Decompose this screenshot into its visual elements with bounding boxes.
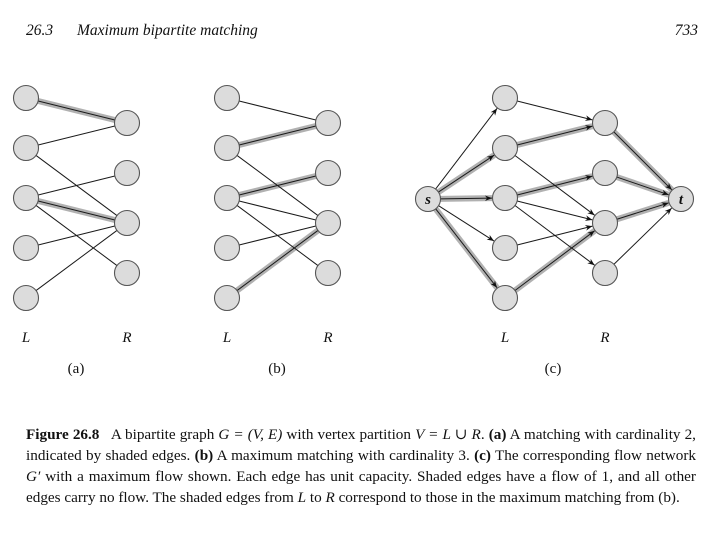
panel-a-edge-l1-r1 <box>38 100 115 121</box>
panel-a-left-vertex <box>12 234 40 262</box>
caption-part-b-text: A maximum matching with cardinality 3. <box>213 447 475 464</box>
panel-a-edge-l2-r1 <box>38 125 115 146</box>
panel-b-left-vertex <box>213 284 241 312</box>
panel-c-edge-s-l1 <box>435 108 498 190</box>
panel-b-edge-l4-r3 <box>239 225 316 246</box>
panel-a-right-vertex <box>113 209 141 237</box>
panel-b-label: (b) <box>268 361 286 377</box>
caption-text: A bipartite graph <box>110 426 219 443</box>
panel-c-edge-l3-r3 <box>517 200 593 221</box>
panel-c-edge-r4-t <box>613 207 673 265</box>
panel-c-edge-l4-r3 <box>517 225 593 246</box>
panel-c-edge-l5-r3 <box>514 230 595 291</box>
panel-c-left-vertex <box>491 184 519 212</box>
panel-c-source-vertex <box>414 185 442 213</box>
panel-a-label: (a) <box>68 361 85 377</box>
panel-b-right-vertex <box>314 259 342 287</box>
panel-b-left-vertex <box>213 84 241 112</box>
caption-math: V = L ∪ R <box>415 426 481 443</box>
panel-a-edge-l3-r3 <box>38 200 115 221</box>
panel-c-source-label: s <box>424 192 431 208</box>
panel-a-left-vertex <box>12 84 40 112</box>
panel-b-edge-l2-r1 <box>239 125 316 146</box>
panel-c-edge-r3-t <box>616 202 669 220</box>
panel-b-right-vertex <box>314 209 342 237</box>
caption-part-c-text: to <box>306 489 326 506</box>
caption-part-c-text: correspond to those in the maximum match… <box>334 489 680 506</box>
caption-part-c-label: (c) <box>474 447 491 464</box>
panel-c-left-vertex <box>491 234 519 262</box>
panel-c-edge-s-l3 <box>440 195 493 202</box>
running-head: 26.3 Maximum bipartite matching 733 <box>26 22 698 42</box>
panel-a-edge-l3-r2 <box>38 175 115 196</box>
panel-c-edge-l3-r2 <box>517 175 593 196</box>
panel-c-left-vertex <box>491 284 519 312</box>
panel-c-left-vertex <box>491 134 519 162</box>
figure-caption: Figure 26.8 A bipartite graph G = (V, E)… <box>26 424 696 508</box>
caption-part-c-text: The corresponding flow network <box>490 447 697 464</box>
panel-b-right-vertex <box>314 159 342 187</box>
panel-c-edge-s-l2 <box>438 154 495 193</box>
panel-c-label: (c) <box>545 361 562 377</box>
panel-b-edge-l5-r3 <box>236 230 319 291</box>
panel-c-edge-r1-t <box>613 131 673 191</box>
panel-c-left-vertex <box>491 84 519 112</box>
panel-a-right-vertex <box>113 159 141 187</box>
panel-c-left-label: L <box>500 330 509 346</box>
panel-c-edge-r2-t <box>616 176 669 196</box>
panel-a-left-vertex <box>12 134 40 162</box>
caption-math: L <box>297 489 307 506</box>
panel-c-right-vertex <box>591 159 619 187</box>
caption-part-b-label: (b) <box>194 447 214 464</box>
page-number: 733 <box>674 22 698 39</box>
panel-c-right-label: R <box>599 330 609 346</box>
panel-b-edge-l1-r1 <box>239 100 316 121</box>
panel-c-edge-s-l5 <box>435 208 498 289</box>
panel-a-right-vertex <box>113 259 141 287</box>
section-title: Maximum bipartite matching <box>77 22 258 39</box>
panel-b-edge-l3-r3 <box>239 200 316 221</box>
caption-part-a-label: (a) <box>488 426 507 443</box>
caption-math: R <box>325 489 335 506</box>
panel-c-edge-s-l4 <box>438 205 495 242</box>
panel-a-left-label: L <box>21 330 30 346</box>
panel-c-right-vertex <box>591 109 619 137</box>
figure-26-8: L R (a) L R (b) s tL R (c) <box>12 84 695 377</box>
panel-a-edge-l4-r3 <box>38 225 115 246</box>
panel-c-edge-l1-r1 <box>517 100 593 121</box>
panel-c-edge-l2-r1 <box>517 125 593 146</box>
panel-c-right-vertex <box>591 259 619 287</box>
caption-label: Figure 26.8 <box>26 426 100 443</box>
panel-a-edge-l5-r3 <box>35 230 118 291</box>
caption-math: G = (V, E) <box>218 426 283 443</box>
panel-a-left-vertex <box>12 184 40 212</box>
panel-b-left-vertex <box>213 134 241 162</box>
panel-c-sink-label: t <box>679 192 684 208</box>
panel-b-left-vertex <box>213 234 241 262</box>
panel-b-right-vertex <box>314 109 342 137</box>
panel-a-left-vertex <box>12 284 40 312</box>
panel-a-right-vertex <box>113 109 141 137</box>
panel-b-edge-l3-r2 <box>239 175 316 196</box>
panel-a-right-label: R <box>121 330 131 346</box>
section-number: 26.3 <box>26 22 54 39</box>
panel-c-sink-vertex <box>667 185 695 213</box>
caption-text: with vertex partition <box>282 426 416 443</box>
caption-part-c-text: with a maximum flow shown. Each edge has… <box>26 468 696 506</box>
panel-b-left-vertex <box>213 184 241 212</box>
caption-math: G′ <box>26 468 41 485</box>
panel-c-right-vertex <box>591 209 619 237</box>
panel-b-right-label: R <box>322 330 332 346</box>
panel-b-left-label: L <box>222 330 231 346</box>
caption-text: . <box>480 426 489 443</box>
caption-part-a-text: A matching with cardinality 2, indicated… <box>26 426 696 464</box>
